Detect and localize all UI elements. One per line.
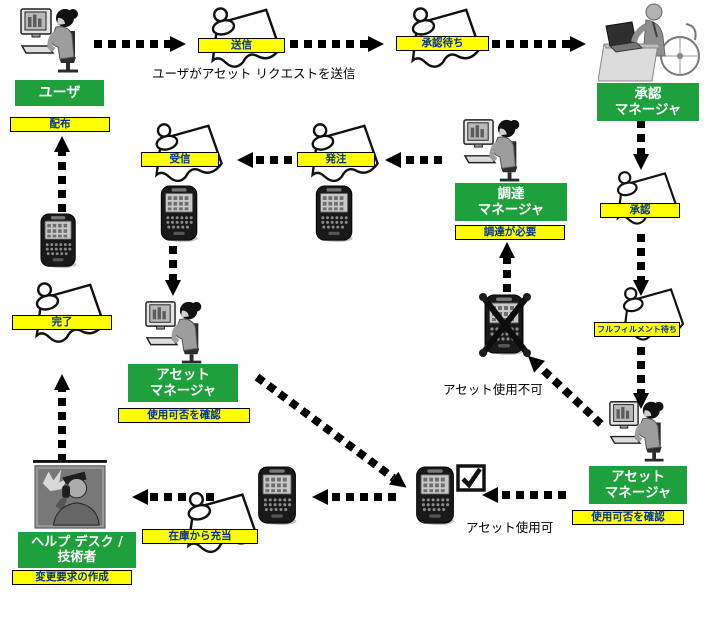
user-sends-request-caption: ユーザがアセット リクエストを送信 — [152, 66, 356, 81]
arrow-approval-manager-to-approved — [633, 120, 649, 170]
procurement-manager-label: 調達 マネージャ — [455, 183, 567, 221]
user-computer-icon — [20, 4, 86, 74]
order-status-label: 発注 — [297, 152, 375, 167]
arrow-waiting-approval-to-approval-manager — [492, 36, 586, 52]
fulfillment-paper-icon — [605, 286, 689, 346]
approved-status-label: 承認 — [600, 203, 680, 218]
fulfill-from-stock-status-label: 在庫から充当 — [142, 529, 258, 544]
check-availability-right-status-label: 使用可否を確認 — [572, 510, 684, 525]
arrow-asset-manager-to-available-device — [482, 487, 566, 503]
create-change-request-status-label: 変更要求の作成 — [12, 570, 132, 585]
approval-manager-label: 承認 マネージャ — [597, 83, 699, 121]
arrow-unavailable-to-procurement — [499, 242, 515, 292]
procurement-manager-computer-icon — [460, 116, 530, 182]
handheld-device-icon — [256, 466, 300, 526]
user-label: ユーザ — [15, 80, 104, 106]
asset-manager-left-label: アセット マネージャ — [128, 364, 238, 402]
handheld-device-icon — [313, 185, 357, 243]
waiting-approval-status-label: 承認待ち — [396, 36, 489, 51]
asset-unavailable-device-icon — [476, 292, 534, 358]
waiting-fulfillment-status-label: フルフィルメント待ち — [594, 322, 680, 337]
receive-status-label: 受信 — [141, 152, 219, 167]
handheld-device-icon — [158, 185, 202, 243]
procurement-required-status-label: 調達が必要 — [455, 225, 565, 240]
approval-manager-clipart — [598, 2, 702, 82]
asset-available-device-icon — [414, 466, 458, 526]
distribute-status-label: 配布 — [10, 117, 110, 132]
arrow-helpdesk-to-complete — [54, 374, 70, 462]
helpdesk-label: ヘルプ デスク / 技術者 — [18, 532, 136, 568]
helpdesk-clipart — [33, 460, 107, 530]
asset-unavailable-caption: アセット使用不可 — [443, 382, 543, 397]
arrow-available-device-to-device — [312, 489, 396, 505]
approved-paper-icon — [597, 170, 685, 230]
send-status-label: 送信 — [198, 38, 285, 53]
check-availability-left-status-label: 使用可否を確認 — [118, 408, 250, 423]
arrow-device-to-distribute — [54, 136, 70, 212]
arrow-send-to-waiting-approval — [290, 36, 384, 52]
asset-manager-right-computer-icon — [606, 398, 674, 462]
handheld-device-icon — [36, 213, 82, 269]
asset-manager-right-label: アセット マネージャ — [589, 466, 687, 504]
arrow-procurement-to-order — [385, 152, 442, 168]
asset-manager-left-computer-icon — [144, 298, 210, 364]
complete-status-label: 完了 — [12, 315, 112, 330]
arrow-user-to-send — [94, 36, 186, 52]
arrow-order-to-receive — [237, 152, 292, 168]
arrow-receive-device-to-asset-manager-left — [165, 246, 181, 296]
check-badge-icon — [456, 464, 486, 492]
asset-available-caption: アセット使用可 — [466, 520, 554, 535]
stock-paper-icon — [170, 490, 260, 560]
